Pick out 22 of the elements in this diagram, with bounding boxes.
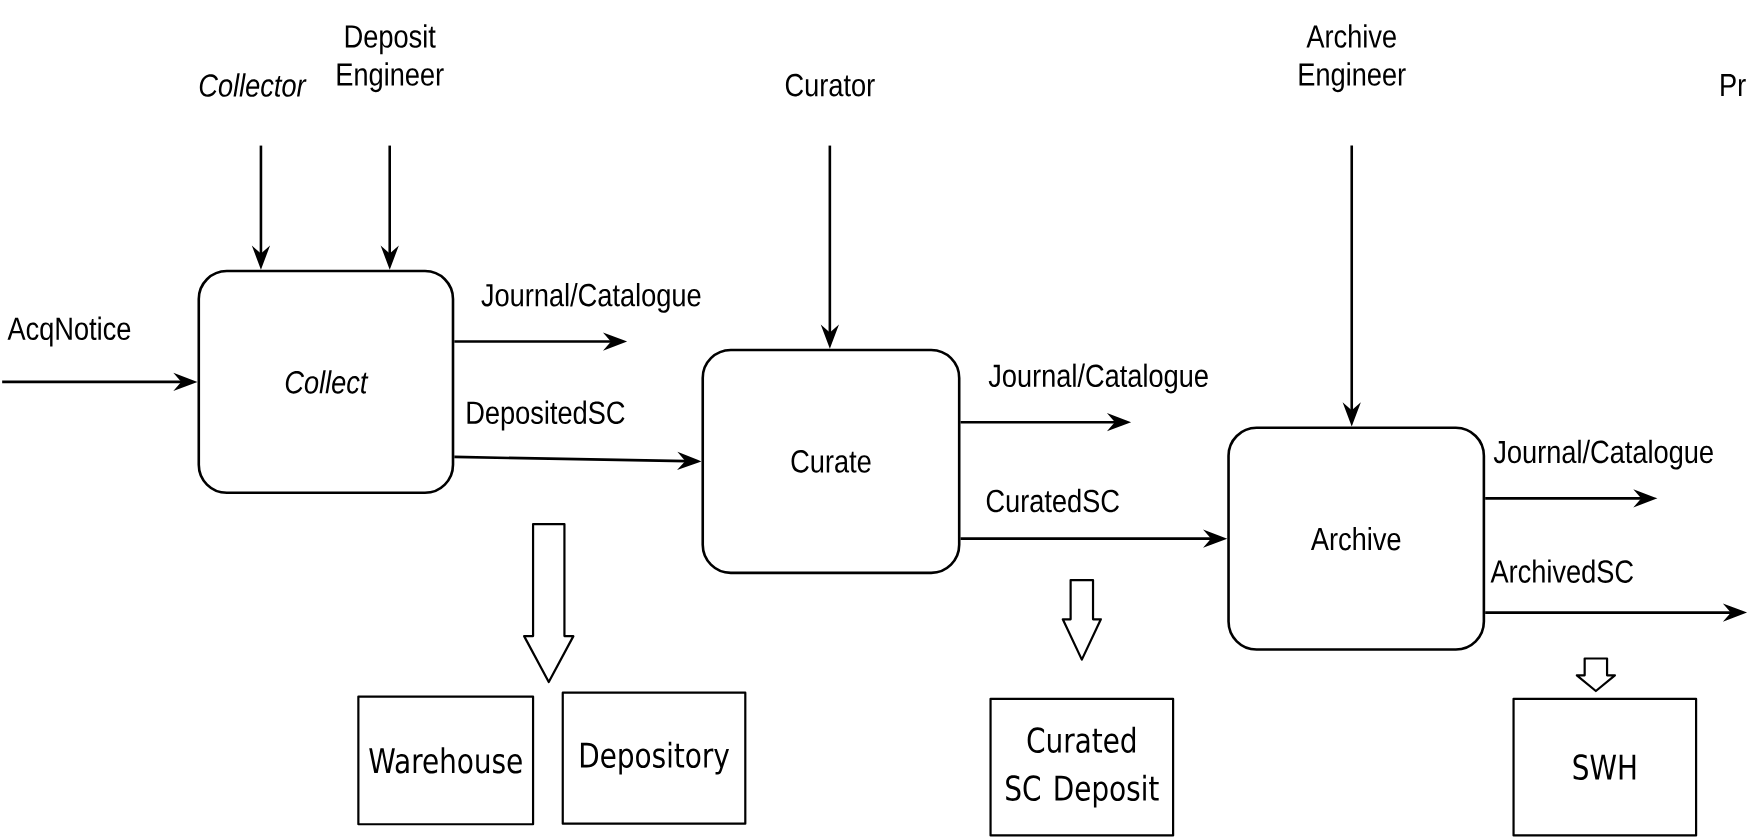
process-box: Archive xyxy=(1227,426,1486,651)
edge-label: Journal/Catalogue xyxy=(986,361,1211,396)
edge-label: CuratedSC xyxy=(983,486,1122,515)
edge-label: ArchivedSC xyxy=(1488,557,1637,585)
block-arrow xyxy=(523,523,575,684)
role-label: Deposit Engineer xyxy=(337,24,444,93)
block-arrow xyxy=(1061,579,1102,661)
process-box: Curate xyxy=(701,348,961,575)
storage-box: Warehouse xyxy=(357,695,535,826)
edge-label: Journal/Catalogue xyxy=(1491,437,1717,472)
block-arrow xyxy=(1575,657,1616,693)
label: Pr xyxy=(1721,74,1746,97)
role-label: Collector xyxy=(199,73,307,97)
storage-box: Curated SC Deposit xyxy=(989,697,1175,837)
role-label: Curator xyxy=(785,73,875,97)
process-box: Collect xyxy=(197,269,455,495)
role-label: AcqNotice xyxy=(7,316,131,347)
edge-label: DepositedSC xyxy=(463,398,628,433)
role-label: Archive Engineer xyxy=(1299,24,1406,93)
edge-label: Journal/Catalogue xyxy=(478,281,704,315)
storage-box: Depository xyxy=(561,691,747,825)
storage-box: SWH xyxy=(1512,697,1698,837)
